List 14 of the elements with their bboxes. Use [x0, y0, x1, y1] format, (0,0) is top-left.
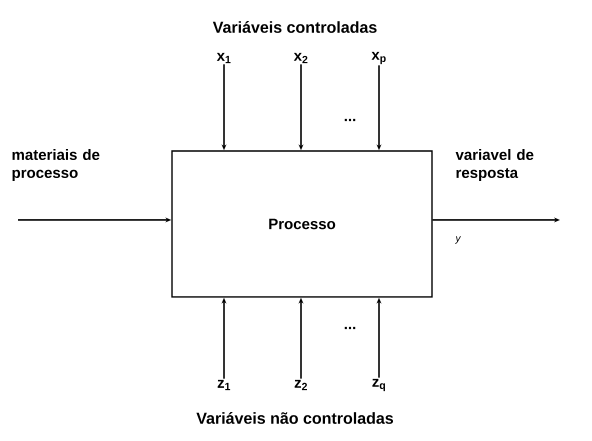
- ellipsis: ...: [344, 326, 356, 330]
- process-box: Processo: [171, 150, 433, 298]
- variable-label: z$_{2}$: [294, 380, 307, 390]
- variable-label: z$_{q}$: [372, 378, 385, 392]
- edge-label: variavel de resposta: [456, 149, 534, 181]
- variable-label: x$_{2}$: [294, 52, 308, 64]
- variable-label: x$_{1}$: [216, 52, 231, 64]
- output-symbol: y: [454, 236, 461, 244]
- caption: Variáveis não controladas: [196, 412, 394, 424]
- title: Variáveis controladas: [212, 21, 377, 33]
- ellipsis: ...: [344, 118, 356, 122]
- edge-label: materiais de processo: [12, 149, 100, 181]
- variable-label: z$_{1}$: [218, 380, 230, 390]
- variable-label: x$_{p}$: [371, 52, 386, 64]
